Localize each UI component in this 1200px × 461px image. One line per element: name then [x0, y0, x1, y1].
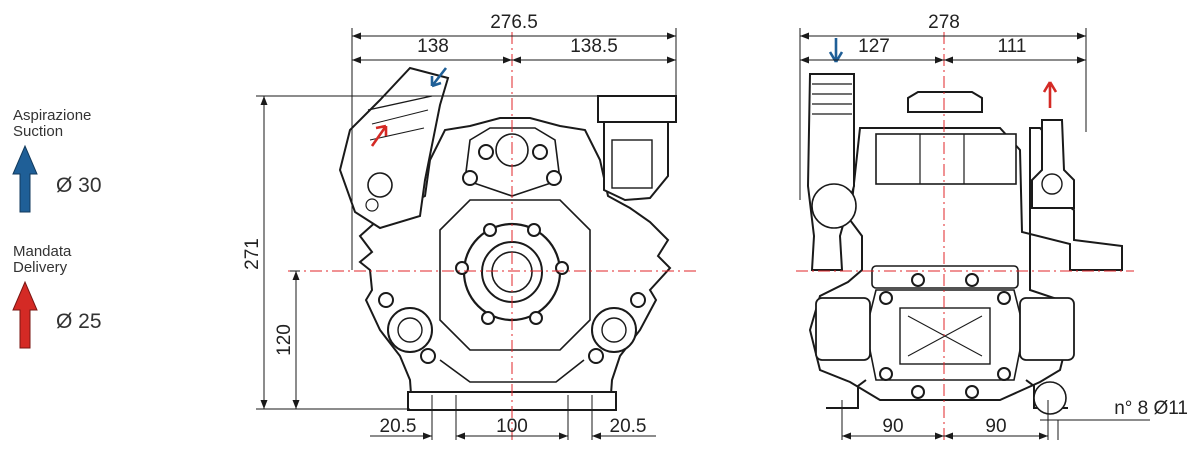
front-suction-arrow-icon	[430, 67, 448, 88]
front-foot-center: 100	[496, 416, 528, 437]
side-suction-arrow-icon	[828, 38, 844, 63]
front-overall-width: 276.5	[490, 12, 538, 33]
front-left-width: 138	[417, 36, 449, 57]
suction-label-it: Aspirazione	[13, 107, 92, 124]
side-view-pump	[806, 73, 1123, 415]
side-right-width: 111	[998, 36, 1027, 57]
side-foot-right: 90	[985, 416, 1006, 437]
front-axes	[288, 32, 700, 440]
front-dimensions	[256, 28, 677, 440]
suction-label-en: Suction	[13, 123, 64, 140]
side-delivery-arrow-icon	[1042, 81, 1058, 108]
front-right-width: 138.5	[570, 36, 618, 57]
front-axis-height: 120	[274, 324, 295, 356]
delivery-diameter: Ø 25	[56, 310, 102, 333]
suction-diameter: Ø 30	[56, 174, 102, 197]
suction-arrow-icon	[12, 144, 38, 213]
delivery-label-en: Delivery	[13, 259, 68, 276]
front-height: 271	[242, 238, 263, 270]
front-view-pump	[338, 66, 677, 411]
side-axes	[796, 32, 1134, 440]
side-overall-width: 278	[928, 12, 960, 33]
side-dimensions	[799, 28, 1150, 440]
side-foot-left: 90	[882, 416, 903, 437]
front-foot-right: 20.5	[610, 416, 647, 437]
side-holes: n° 8 Ø11	[1114, 398, 1188, 419]
front-foot-left: 20.5	[380, 416, 417, 437]
delivery-label-it: Mandata	[13, 243, 72, 260]
front-delivery-arrow-icon	[370, 124, 388, 147]
delivery-arrow-icon	[12, 280, 38, 349]
side-left-width: 127	[858, 36, 890, 57]
